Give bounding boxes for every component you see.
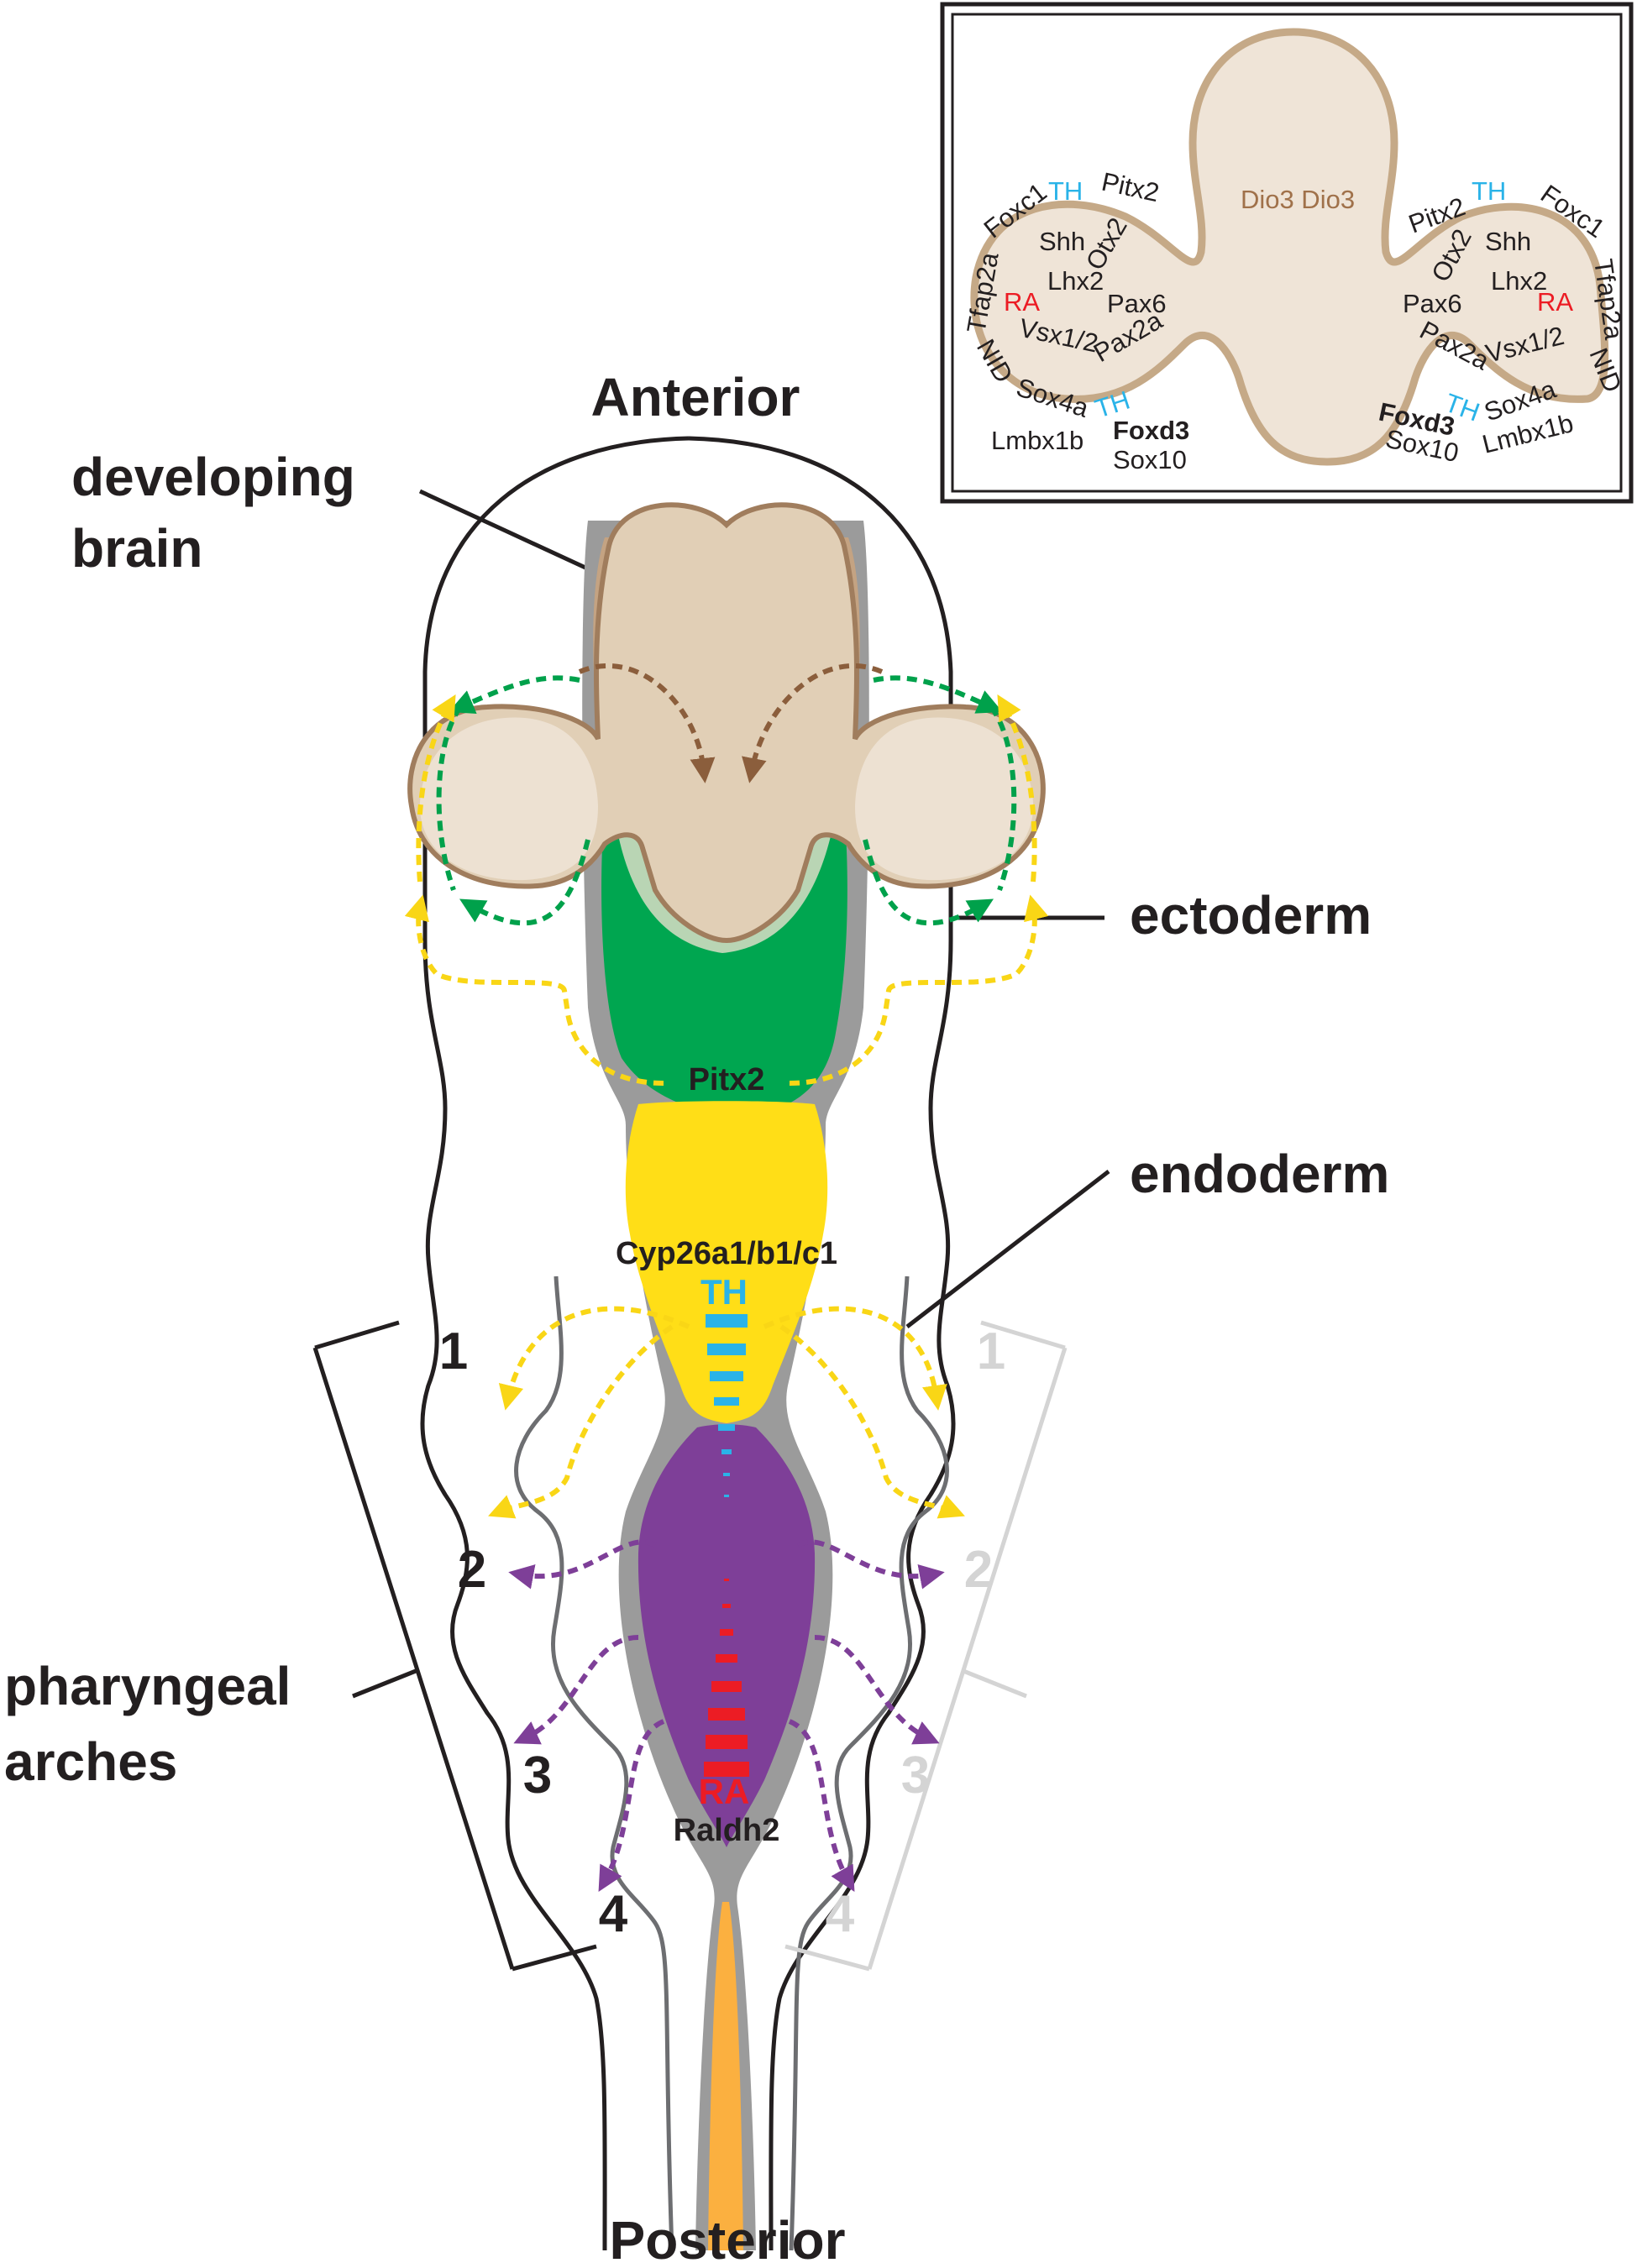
inset-panel: Dio3 Dio3 Tfap2a Foxc1 TH Pitx2 Shh Otx2… (940, 2, 1634, 504)
th-label: TH (700, 1272, 748, 1312)
ra-label: RA (699, 1772, 750, 1811)
green-arrow-right-side (863, 839, 994, 926)
purple-arrow-arch3-right (814, 1635, 940, 1745)
left-eye (419, 717, 598, 881)
yellow-region (625, 1101, 828, 1423)
inset-left-th-top: TH (1048, 176, 1083, 206)
purple-arrow-arch2-right (796, 1539, 945, 1590)
brown-arrow-left (578, 663, 716, 783)
anterior-label: Anterior (591, 367, 800, 427)
yellow-arrow-right-down (997, 694, 1037, 883)
inset-dio3: Dio3 Dio3 (1241, 185, 1355, 214)
pharyngeal-bracket-left (312, 1320, 597, 1972)
endoderm-label: endoderm (1130, 1144, 1389, 1204)
arch-4-left: 4 (599, 1885, 628, 1943)
ra-gradient (704, 1579, 749, 1777)
inset-left-lhx2: Lhx2 (1047, 266, 1104, 296)
developing-brain-label-1: developing (71, 447, 355, 507)
pharyngeal-leader-line (352, 1668, 417, 1699)
th-gradient (706, 1314, 748, 1497)
raldh2-label: Raldh2 (674, 1813, 780, 1848)
inset-right-th-top: TH (1472, 176, 1506, 206)
pharyngeal-label-1: pharyngeal (4, 1656, 291, 1716)
orange-region (708, 1902, 743, 2250)
inset-brain (970, 28, 1609, 466)
endoderm-line-left (514, 1275, 674, 2251)
inset-right-pax6: Pax6 (1403, 289, 1462, 318)
inset-right-lhx2: Lhx2 (1491, 266, 1547, 296)
yellow-arrow-left-up (404, 894, 664, 1086)
arch-2-right: 2 (964, 1541, 993, 1599)
yellow-arrow-arch2-left (488, 1324, 674, 1519)
arch-3-left: 3 (523, 1747, 552, 1804)
ectoderm-outline (420, 436, 690, 2251)
arch-4-right: 4 (826, 1885, 855, 1943)
pharyngeal-label-2: arches (4, 1731, 177, 1792)
ectoderm-outline-right (688, 436, 956, 2251)
yellow-arrow-left-down (416, 694, 456, 883)
arch-2-left: 2 (458, 1541, 486, 1599)
inset-right-ra: RA (1537, 287, 1573, 317)
green-arrow-left-top (449, 675, 580, 714)
yellow-arrow-arch1-right (763, 1306, 947, 1411)
yellow-arrow-arch1-left (498, 1306, 690, 1411)
pitx2-label: Pitx2 (689, 1062, 765, 1097)
purple-region (637, 1424, 816, 1847)
inset-left-ra: RA (1004, 287, 1040, 317)
green-arrow-right-top (873, 675, 1003, 714)
green-arrow-left-side (459, 839, 590, 926)
inset-left-pax6: Pax6 (1107, 289, 1167, 318)
purple-arrow-arch2-left (508, 1539, 657, 1590)
pharyngeal-bracket-right (784, 1320, 1068, 1972)
right-eye (855, 717, 1034, 881)
arch-3-right: 3 (901, 1747, 930, 1804)
developing-brain-label-2: brain (71, 518, 202, 579)
inset-left-lmbx1b: Lmbx1b (991, 426, 1083, 455)
arch-1-left: 1 (439, 1323, 468, 1380)
inset-right-shh: Shh (1485, 227, 1531, 256)
inset-left-sox10: Sox10 (1113, 445, 1187, 474)
endoderm-leader-line (905, 1170, 1110, 1328)
arch-1-right: 1 (977, 1323, 1005, 1380)
purple-arrow-arch3-left (513, 1635, 639, 1745)
ectoderm-label: ectoderm (1130, 885, 1372, 945)
brown-arrow-right (742, 663, 884, 783)
posterior-label: Posterior (610, 2210, 846, 2268)
inset-left-shh: Shh (1039, 227, 1085, 256)
purple-arrow-arch4-right (788, 1719, 855, 1893)
yellow-arrow-right-up (789, 894, 1049, 1086)
purple-arrow-arch4-left (598, 1719, 665, 1893)
inset-left-foxd3: Foxd3 (1113, 416, 1189, 445)
yellow-arrow-arch2-right (779, 1324, 965, 1519)
cyp26-label: Cyp26a1/b1/c1 (616, 1236, 837, 1271)
